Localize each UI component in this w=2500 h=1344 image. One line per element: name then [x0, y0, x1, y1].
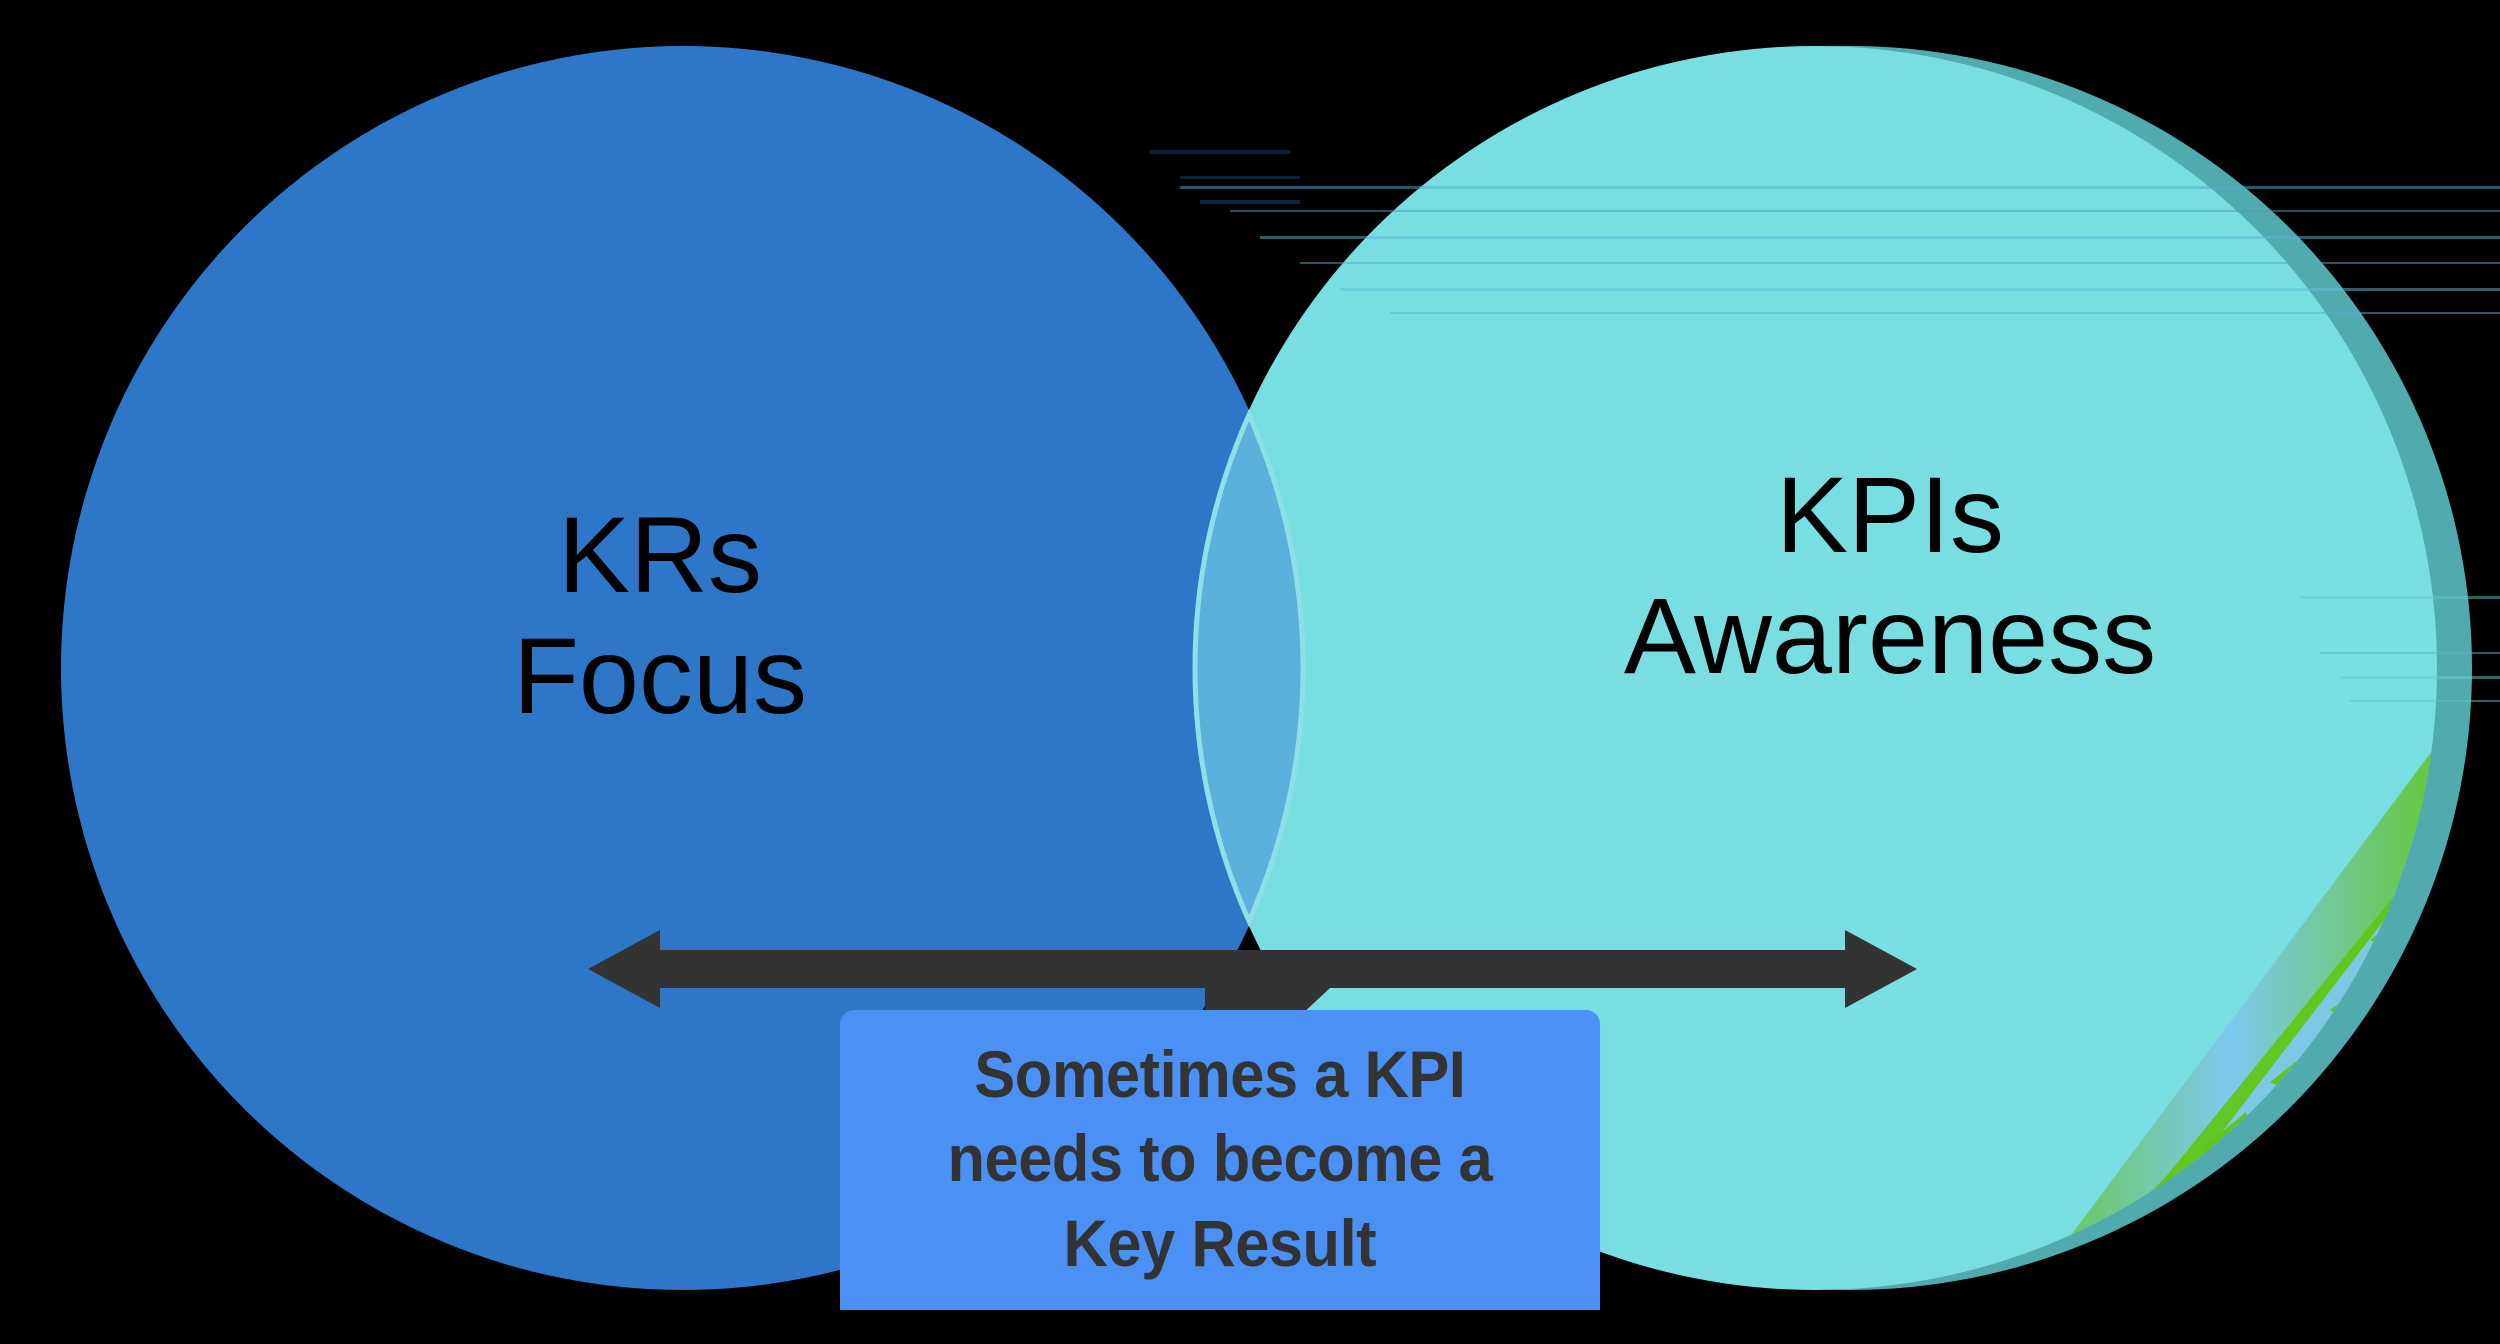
double-headed-arrow — [588, 930, 1917, 1018]
callout-line-2: needs to become a — [947, 1121, 1493, 1196]
scanline-artifacts — [1180, 186, 2500, 702]
left-circle-banding — [1150, 150, 1300, 204]
callout-note[interactable]: Sometimes a KPI needs to become a Key Re… — [840, 1010, 1600, 1310]
lens-rim-right — [1192, 46, 1305, 1290]
callout-note-text: Sometimes a KPI needs to become a Key Re… — [948, 1032, 1493, 1285]
lens-rim-left — [1193, 46, 1306, 1290]
callout-line-3: Key Result — [1063, 1205, 1377, 1280]
callout-line-1: Sometimes a KPI — [974, 1037, 1466, 1111]
